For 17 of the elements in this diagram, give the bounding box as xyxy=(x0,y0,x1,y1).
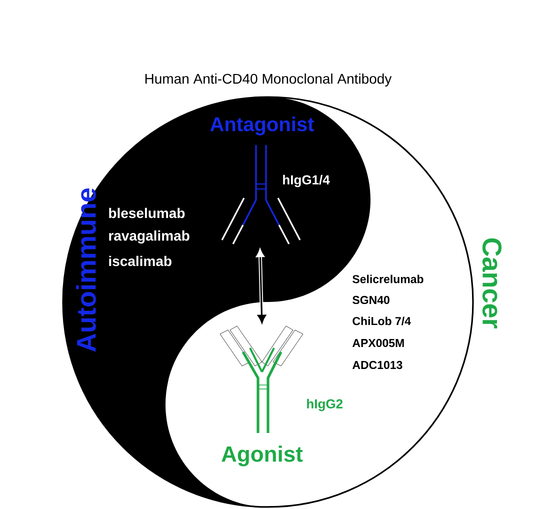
title: Human Anti-CD40 Monoclonal Antibody xyxy=(145,73,392,87)
drug-name: Selicrelumab xyxy=(352,274,424,284)
drug-name: ChiLob 7/4 xyxy=(352,316,411,326)
drug-name: iscalimab xyxy=(109,256,172,266)
antibody-label: hIgG2 xyxy=(307,398,343,412)
drug-name: APX005M xyxy=(352,338,404,348)
antibody-label: hIgG1/4 xyxy=(283,174,330,188)
antibody-drawing xyxy=(220,326,304,433)
drug-name: bleselumab xyxy=(109,208,185,218)
antibody-label: Agonist xyxy=(222,446,303,466)
arrow xyxy=(256,248,266,324)
drug-name: SGN40 xyxy=(352,296,390,304)
drug-name: ADC1013 xyxy=(352,360,402,370)
antibody-label: Antagonist xyxy=(210,116,314,136)
side-label: Autoimmune xyxy=(76,188,96,352)
drug-name: ravagalimab xyxy=(109,230,190,244)
side-label: Cancer xyxy=(482,238,502,328)
